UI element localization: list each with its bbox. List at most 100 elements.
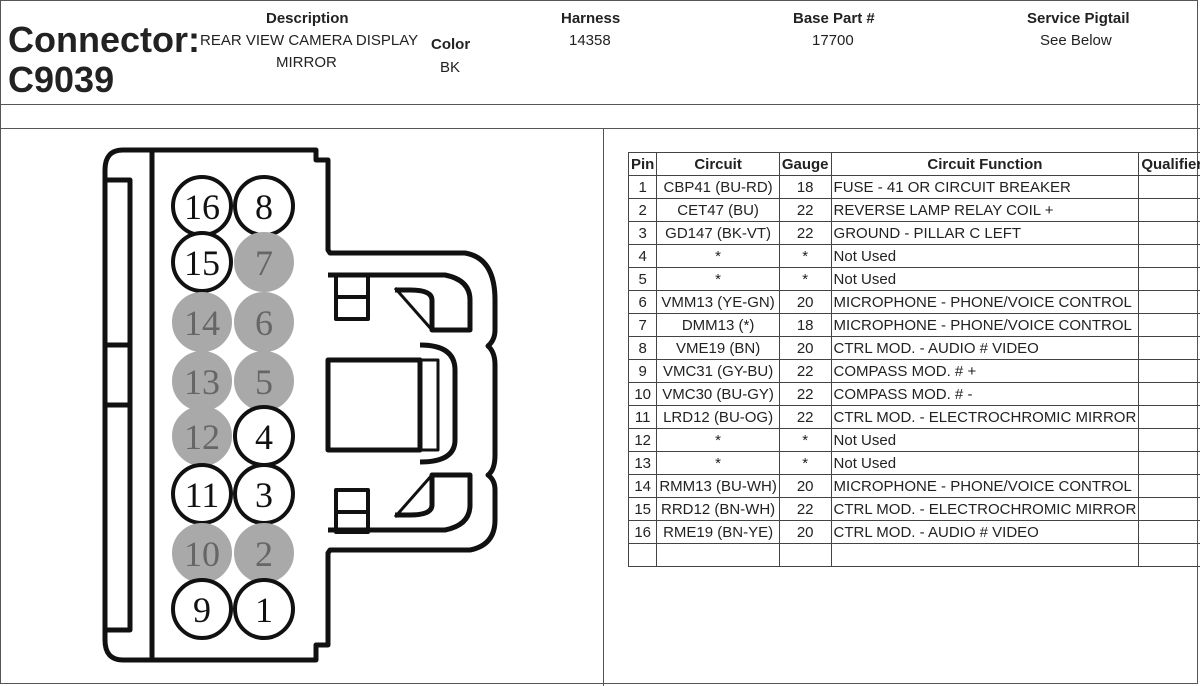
connector-label: Connector: bbox=[8, 19, 200, 60]
pin-6: 6 bbox=[234, 292, 294, 352]
circuit-cell bbox=[656, 543, 780, 567]
connector-outline bbox=[102, 147, 498, 663]
qualifier-cell bbox=[1138, 520, 1200, 544]
qualifier-cell bbox=[1138, 313, 1200, 337]
pin-4: 4 bbox=[233, 405, 295, 467]
pin-cell: 6 bbox=[627, 290, 658, 314]
gauge-cell: * bbox=[778, 451, 832, 475]
pin-cell: 13 bbox=[627, 451, 658, 475]
pin-number-label: 9 bbox=[193, 590, 211, 630]
gauge-cell: 22 bbox=[778, 382, 832, 406]
pin-number-label: 5 bbox=[255, 362, 273, 402]
col-qualifier-header: Qualifier bbox=[1138, 152, 1200, 176]
qualifier-cell bbox=[1138, 474, 1200, 498]
pin-cavity bbox=[171, 578, 233, 640]
pinout-table: Pin Circuit Gauge Circuit Function Quali… bbox=[627, 152, 1200, 567]
color-label: Color bbox=[431, 36, 471, 53]
pin-cavity bbox=[171, 231, 233, 293]
pin-number-label: 3 bbox=[255, 475, 273, 515]
function-cell: CTRL MOD. - ELECTROCHROMIC MIRROR bbox=[830, 497, 1140, 521]
pin-cell bbox=[627, 543, 658, 567]
description-label: Description bbox=[266, 10, 349, 27]
harness-value: 14358 bbox=[569, 32, 611, 49]
qualifier-cell bbox=[1138, 428, 1200, 452]
circuit-cell: DMM13 (*) bbox=[656, 313, 780, 337]
gauge-cell: 22 bbox=[778, 405, 832, 429]
pin-number-label: 15 bbox=[184, 243, 220, 283]
circuit-cell: RMM13 (BU-WH) bbox=[656, 474, 780, 498]
qualifier-cell bbox=[1138, 290, 1200, 314]
pin-15: 15 bbox=[171, 231, 233, 293]
qualifier-cell bbox=[1138, 382, 1200, 406]
circuit-cell: CBP41 (BU-RD) bbox=[656, 175, 780, 199]
pin-number-label: 7 bbox=[255, 243, 273, 283]
pin-number-label: 2 bbox=[255, 534, 273, 574]
function-cell: REVERSE LAMP RELAY COIL + bbox=[830, 198, 1140, 222]
circuit-cell: VME19 (BN) bbox=[656, 336, 780, 360]
qualifier-cell bbox=[1138, 175, 1200, 199]
panel-divider bbox=[603, 128, 604, 686]
pin-number-label: 16 bbox=[184, 187, 220, 227]
gauge-cell: * bbox=[778, 267, 832, 291]
col-gauge-header: Gauge bbox=[778, 152, 832, 176]
pin-number-label: 10 bbox=[184, 534, 220, 574]
pin-number-label: 1 bbox=[255, 590, 273, 630]
function-cell: COMPASS MOD. # - bbox=[830, 382, 1140, 406]
pin-number-label: 13 bbox=[184, 362, 220, 402]
qualifier-cell bbox=[1138, 244, 1200, 268]
table-row: 13**Not Used bbox=[627, 451, 1200, 475]
connector-id: C9039 bbox=[8, 59, 115, 100]
function-cell: FUSE - 41 OR CIRCUIT BREAKER bbox=[830, 175, 1140, 199]
pin-number-label: 11 bbox=[185, 475, 220, 515]
function-cell: CTRL MOD. - ELECTROCHROMIC MIRROR bbox=[830, 405, 1140, 429]
pin-12: 12 bbox=[172, 406, 232, 466]
description-value-line2: MIRROR bbox=[276, 54, 337, 71]
pin-cavity bbox=[233, 578, 295, 640]
pin-8: 8 bbox=[233, 175, 295, 237]
function-cell: Not Used bbox=[830, 267, 1140, 291]
description-value-line1: REAR VIEW CAMERA DISPLAY bbox=[200, 32, 419, 49]
gauge-cell: 22 bbox=[778, 221, 832, 245]
table-row: 12**Not Used bbox=[627, 428, 1200, 452]
qualifier-cell bbox=[1138, 336, 1200, 360]
gauge-cell: 22 bbox=[778, 497, 832, 521]
qualifier-cell bbox=[1138, 198, 1200, 222]
qualifier-cell bbox=[1138, 405, 1200, 429]
table-row: 4**Not Used bbox=[627, 244, 1200, 268]
pin-cell: 2 bbox=[627, 198, 658, 222]
harness-label: Harness bbox=[561, 10, 621, 27]
table-row bbox=[627, 543, 1200, 567]
qualifier-cell bbox=[1138, 543, 1200, 567]
function-cell: MICROPHONE - PHONE/VOICE CONTROL bbox=[830, 313, 1140, 337]
pin-2: 2 bbox=[234, 523, 294, 583]
pin-number-label: 4 bbox=[255, 417, 273, 457]
pin-number-label: 12 bbox=[184, 417, 220, 457]
table-header-row: Pin Circuit Gauge Circuit Function Quali… bbox=[627, 152, 1200, 176]
latch-top bbox=[328, 272, 473, 333]
circuit-cell: * bbox=[656, 428, 780, 452]
circuit-cell: RRD12 (BN-WH) bbox=[656, 497, 780, 521]
circuit-cell: RME19 (BN-YE) bbox=[656, 520, 780, 544]
subheader-divider bbox=[0, 128, 1200, 129]
function-cell: CTRL MOD. - AUDIO # VIDEO bbox=[830, 336, 1140, 360]
pin-cell: 1 bbox=[627, 175, 658, 199]
col-function-header: Circuit Function bbox=[830, 152, 1140, 176]
qualifier-cell bbox=[1138, 451, 1200, 475]
pin-number-label: 14 bbox=[184, 303, 220, 343]
qualifier-cell bbox=[1138, 221, 1200, 245]
pin-16: 16 bbox=[171, 175, 233, 237]
function-cell: CTRL MOD. - AUDIO # VIDEO bbox=[830, 520, 1140, 544]
pin-cell: 15 bbox=[627, 497, 658, 521]
gauge-cell: * bbox=[778, 428, 832, 452]
function-cell: COMPASS MOD. # + bbox=[830, 359, 1140, 383]
gauge-cell: * bbox=[778, 244, 832, 268]
pin-cell: 5 bbox=[627, 267, 658, 291]
circuit-cell: VMC31 (GY-BU) bbox=[656, 359, 780, 383]
qualifier-cell bbox=[1138, 359, 1200, 383]
pin-7: 7 bbox=[234, 232, 294, 292]
pin-11: 11 bbox=[171, 463, 233, 525]
circuit-cell: * bbox=[656, 267, 780, 291]
gauge-cell: 20 bbox=[778, 520, 832, 544]
